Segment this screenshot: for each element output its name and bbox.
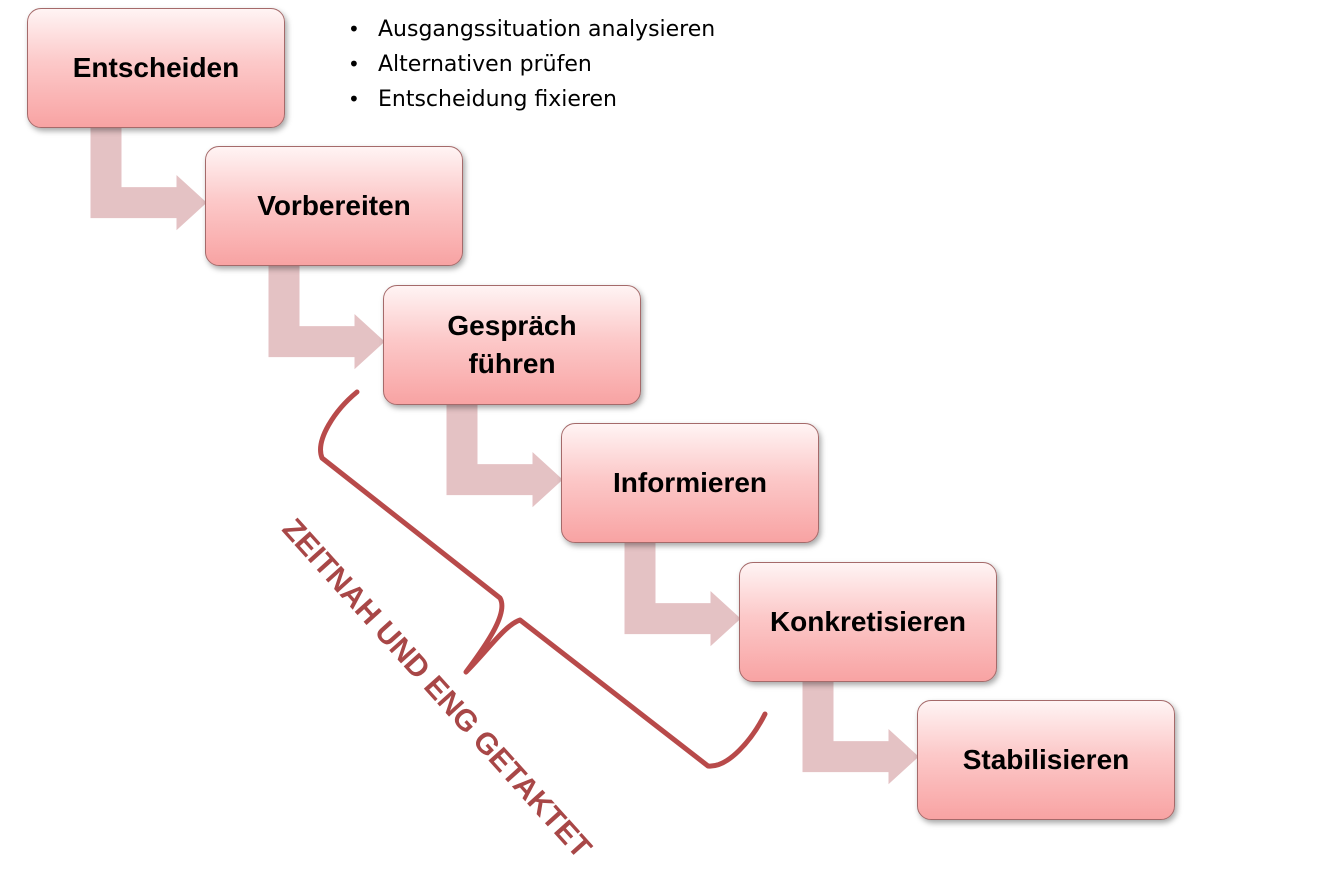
step-label: Stabilisieren <box>962 744 1130 775</box>
first-step-bullet-list: Ausgangssituation analysieren Alternativ… <box>346 12 715 117</box>
connector-arrow-4 <box>621 539 746 653</box>
curly-brace <box>318 389 768 769</box>
bullet-item: Ausgangssituation analysieren <box>346 12 715 47</box>
step-label: Konkretisieren <box>769 606 967 637</box>
step-konkretisieren: Konkretisieren <box>739 562 997 682</box>
connector-arrow-2 <box>265 262 390 376</box>
step-label: Entscheiden <box>72 52 240 83</box>
connector-arrow-3 <box>443 401 568 514</box>
bullet-item: Alternativen prüfen <box>346 47 715 82</box>
step-label: Gespräch führen <box>447 310 577 379</box>
step-label: Vorbereiten <box>257 190 411 221</box>
step-vorbereiten: Vorbereiten <box>205 146 463 266</box>
connector-arrow-1 <box>87 124 212 237</box>
connector-arrow-5 <box>799 678 924 791</box>
step-entscheiden: Entscheiden <box>27 8 285 128</box>
step-informieren: Informieren <box>561 423 819 543</box>
step-label: Informieren <box>612 467 768 498</box>
bullet-item: Entscheidung fixieren <box>346 82 715 117</box>
step-gespraech-fuehren: Gespräch führen <box>383 285 641 405</box>
step-stabilisieren: Stabilisieren <box>917 700 1175 820</box>
